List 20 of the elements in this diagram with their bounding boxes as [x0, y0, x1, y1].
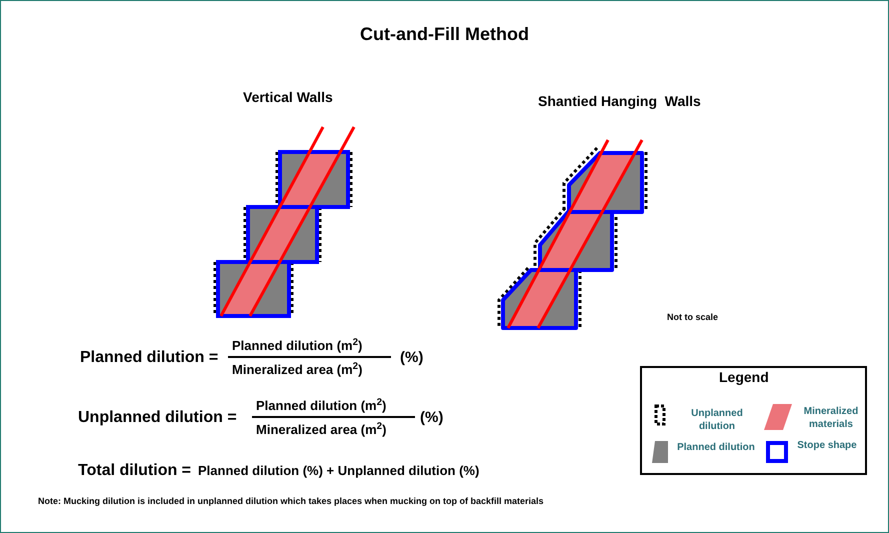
formula-unit: (%) — [400, 348, 424, 368]
formula-numerator: Planned dilution (m$^{2}$) — [256, 396, 386, 415]
formula-numerator: Planned dilution (m$^{2}$) — [232, 336, 362, 355]
formula-label: Planned dilution = — [80, 348, 218, 368]
formula-unit: (%) — [420, 408, 444, 428]
scale-note: Not to scale — [667, 311, 718, 324]
section-heading: Shantied Hanging Walls — [538, 92, 701, 111]
formula-text: Planned dilution (%) + Unplanned dilution (%) — [198, 462, 480, 480]
legend-label: Stope shape — [796, 439, 858, 452]
legend-title: Legend — [719, 368, 769, 387]
formula-denominator: Mineralized area (m$^{2}$) — [232, 360, 362, 379]
formula-label: Total dilution = — [78, 461, 192, 481]
footnote: Note: Mucking dilution is included in unplanned dilution which takes places when mucking on top of backfill materials — [38, 495, 544, 508]
legend-label: Planned dilution — [676, 441, 756, 454]
legend-label: Mineralized materials — [802, 405, 860, 431]
legend-label: Unplanned dilution — [690, 407, 744, 433]
section-heading: Vertical Walls — [243, 88, 333, 107]
diagram-title: Cut-and-Fill Method — [359, 23, 530, 46]
formula-denominator: Mineralized area (m$^{2}$) — [256, 420, 386, 439]
formula-label: Unplanned dilution = — [78, 408, 237, 428]
